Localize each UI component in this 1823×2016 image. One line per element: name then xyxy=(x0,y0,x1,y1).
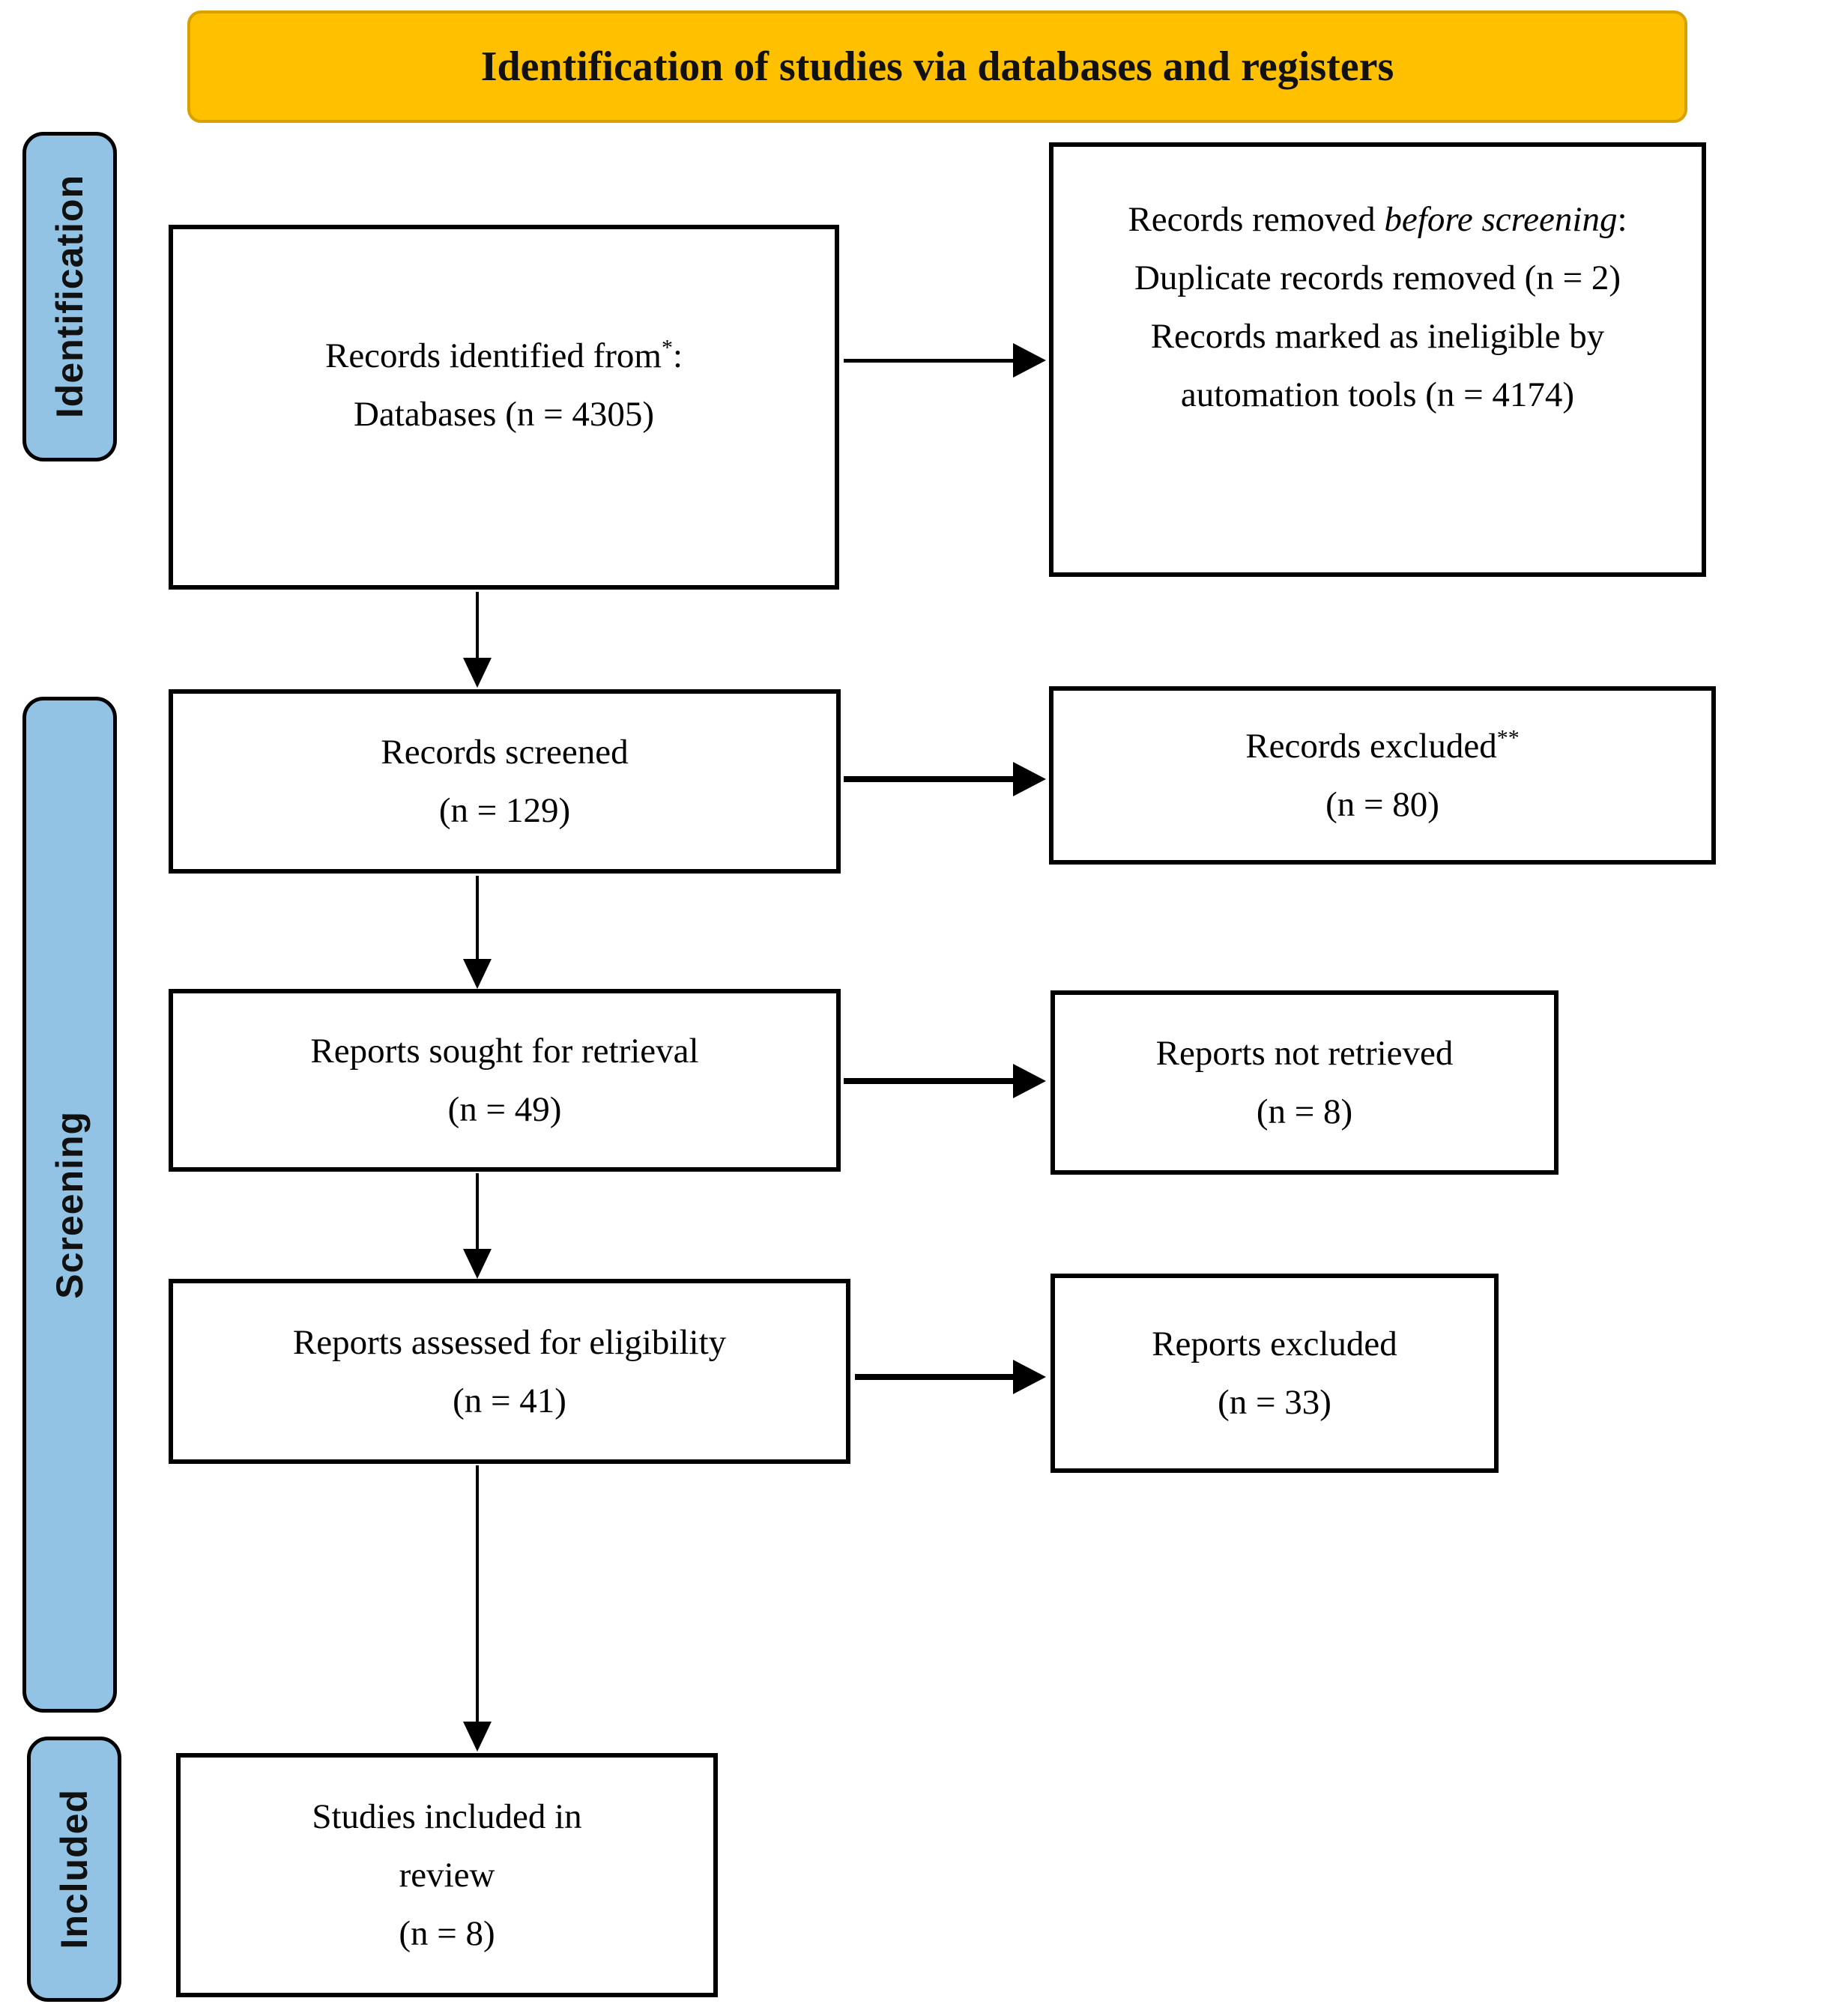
box-records-screened-line2: (n = 129) xyxy=(438,791,571,830)
text: Records removed xyxy=(1128,200,1385,239)
text: Records excluded xyxy=(1245,727,1497,766)
text: : xyxy=(1617,200,1627,239)
stage-screening-label: Screening xyxy=(49,1110,91,1299)
box-reports-not-retrieved: Reports not retrieved (n = 8) xyxy=(1050,990,1559,1175)
arrow-sought-to-assessed-line xyxy=(476,1173,479,1250)
box-records-screened: Records screened (n = 129) xyxy=(169,689,841,874)
box-reports-assessed: Reports assessed for eligibility (n = 41… xyxy=(169,1279,850,1464)
box-reports-not-retrieved-line1: Reports not retrieved xyxy=(1155,1034,1454,1073)
box-records-removed-line4: automation tools (n = 4174) xyxy=(1180,375,1575,414)
box-studies-included-line3: (n = 8) xyxy=(399,1914,495,1953)
box-reports-not-retrieved-line2: (n = 8) xyxy=(1256,1092,1353,1131)
arrow-screened-to-excluded-head-icon xyxy=(1013,762,1046,796)
diagram-title: Identification of studies via databases … xyxy=(480,43,1394,90)
box-records-removed-line2: Duplicate records removed (n = 2) xyxy=(1134,258,1621,297)
arrow-sought-to-notretrieved-head-icon xyxy=(1013,1064,1046,1098)
arrow-sought-to-assessed-head-icon xyxy=(463,1249,492,1279)
arrow-identified-to-screened-line xyxy=(476,592,479,659)
stage-identification: Identification xyxy=(22,132,117,461)
box-reports-assessed-line1: Reports assessed for eligibility xyxy=(292,1322,727,1362)
box-reports-excluded: Reports excluded (n = 33) xyxy=(1050,1274,1499,1473)
arrow-assessed-to-included-line xyxy=(476,1465,479,1723)
stage-included: Included xyxy=(27,1737,121,2002)
text: : xyxy=(672,336,683,375)
box-reports-excluded-line2: (n = 33) xyxy=(1218,1383,1331,1422)
stage-screening: Screening xyxy=(22,697,117,1713)
box-records-removed-line1: Records removed before screening: xyxy=(1128,190,1627,249)
box-reports-sought-line1: Reports sought for retrieval xyxy=(310,1032,699,1071)
superscript-asterisks: ** xyxy=(1496,725,1520,751)
box-records-removed: Records removed before screening: Duplic… xyxy=(1049,142,1706,577)
arrow-screened-to-excluded-line xyxy=(844,776,1013,782)
box-records-identified-line2: Databases (n = 4305) xyxy=(353,394,655,434)
box-records-identified: Records identified from*: Databases (n =… xyxy=(169,225,839,590)
box-records-excluded: Records excluded** (n = 80) xyxy=(1049,686,1716,865)
arrow-sought-to-notretrieved-line xyxy=(844,1078,1013,1084)
arrow-assessed-to-reportsexcluded-head-icon xyxy=(1013,1360,1046,1394)
box-studies-included-line1: Studies included in xyxy=(312,1797,582,1836)
diagram-title-banner: Identification of studies via databases … xyxy=(187,10,1687,123)
stage-identification-label: Identification xyxy=(49,175,91,419)
arrow-assessed-to-reportsexcluded-line xyxy=(855,1374,1013,1380)
arrow-identified-to-screened-head-icon xyxy=(463,658,492,688)
box-reports-sought-line2: (n = 49) xyxy=(447,1090,562,1129)
italic-text: before screening xyxy=(1384,200,1618,239)
superscript-asterisk: * xyxy=(661,334,673,360)
arrow-identified-to-removed-head-icon xyxy=(1013,343,1046,378)
box-reports-excluded-line1: Reports excluded xyxy=(1152,1325,1397,1363)
stage-included-label: Included xyxy=(53,1789,95,1949)
box-studies-included: Studies included in review (n = 8) xyxy=(176,1753,718,1997)
box-studies-included-line2: review xyxy=(399,1856,495,1895)
arrow-assessed-to-included-head-icon xyxy=(463,1722,492,1752)
box-records-excluded-line2: (n = 80) xyxy=(1325,785,1439,824)
box-reports-sought: Reports sought for retrieval (n = 49) xyxy=(169,989,841,1172)
text: Records identified from xyxy=(324,336,662,375)
box-records-excluded-line1: Records excluded** xyxy=(1245,717,1519,775)
box-records-identified-line1: Records identified from*: xyxy=(325,327,683,385)
arrow-screened-to-sought-line xyxy=(476,876,479,960)
box-records-removed-line3: Records marked as ineligible by xyxy=(1150,317,1605,356)
box-reports-assessed-line2: (n = 41) xyxy=(453,1381,566,1420)
box-records-screened-line1: Records screened xyxy=(381,733,629,772)
arrow-screened-to-sought-head-icon xyxy=(463,959,492,989)
arrow-identified-to-removed-line xyxy=(844,359,1016,363)
